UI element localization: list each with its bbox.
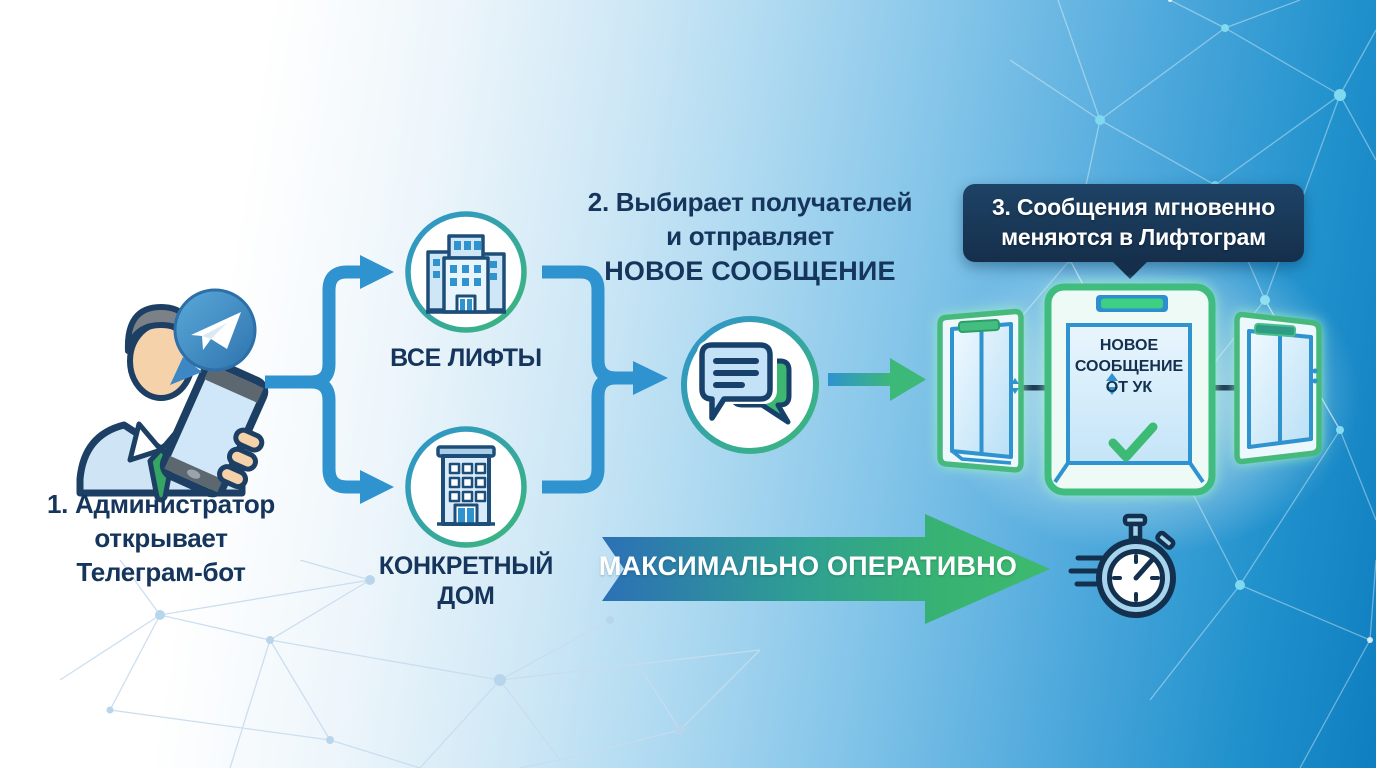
step2-line1: 2. Выбирает получателей <box>587 187 913 217</box>
stopwatch-icon <box>1062 512 1192 630</box>
elevator-doors-icon <box>1234 311 1322 465</box>
recipient-specific-house-label: КОНКРЕТНЫЙ ДОМ <box>378 552 554 610</box>
chat-messages-circle <box>678 313 822 457</box>
recipient-all-lifts-circle <box>402 208 530 336</box>
elevators-group <box>915 275 1335 510</box>
banner-pointer <box>1113 262 1147 279</box>
network-mesh-bottom-left <box>0 560 780 768</box>
connector-right <box>1211 385 1238 391</box>
elevator-screen-message: НОВОЕ СООБЩЕНИЕ ОТ УК <box>1074 337 1184 396</box>
branch-arrows-icon <box>263 250 413 530</box>
to-elevators-arrow-icon <box>828 357 928 403</box>
city-buildings-icon <box>426 234 506 314</box>
step3-caption: 3. Сообщения мгновенно меняются в Лифтог… <box>991 194 1276 250</box>
step3-banner: 3. Сообщения мгновенно меняются в Лифтог… <box>963 184 1304 279</box>
step2-caption: 2. Выбирает получателей и отправляет НОВ… <box>565 186 935 289</box>
speed-arrow-icon <box>595 505 1065 635</box>
checkmark-icon <box>1108 422 1158 462</box>
admin-person-icon <box>52 283 277 513</box>
step1-caption: 1. Администратор открывает Телеграм-бот <box>47 489 275 587</box>
single-building-icon <box>436 445 496 526</box>
merge-arrows-icon <box>540 255 690 515</box>
recipient-specific-house-circle <box>402 423 530 551</box>
speed-banner-label: МАКСИМАЛЬНО ОПЕРАТИВНО <box>598 551 1018 581</box>
step2-line2: и отправляет <box>666 220 834 251</box>
elevator-doors-icon <box>937 308 1024 473</box>
step2-line3: НОВОЕ СООБЩЕНИЕ <box>604 255 896 286</box>
chat-messages-icon <box>697 340 792 425</box>
telegram-icon <box>170 288 257 385</box>
recipient-all-lifts-label: ВСЕ ЛИФТЫ <box>390 344 542 372</box>
connector-left <box>1019 385 1049 391</box>
smartphone-icon <box>159 359 269 498</box>
elevator-screen-icon <box>1044 283 1216 496</box>
